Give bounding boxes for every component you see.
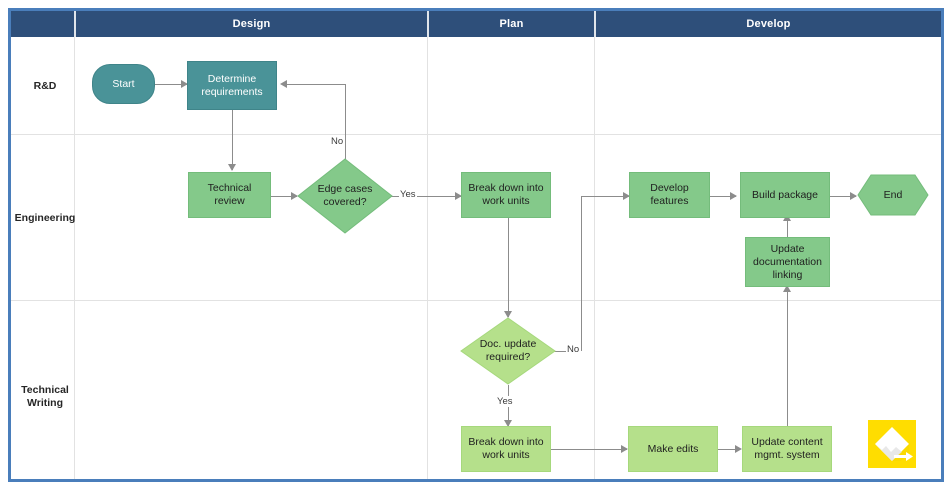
arrowhead-docupdate-develop — [623, 191, 630, 200]
edge-label-yes-edgecases: Yes — [399, 189, 417, 200]
header-cell-corner — [11, 11, 74, 37]
connector-docupdate-no-vertical — [581, 196, 582, 351]
arrowhead-develop-buildpkg — [730, 191, 737, 200]
arrowhead-docupdate-breakdown2 — [503, 420, 512, 427]
arrowhead-edgecases-yes — [455, 191, 462, 200]
node-start[interactable]: Start — [92, 64, 155, 104]
diamond-shape-icon-2 — [460, 317, 556, 385]
arrowhead-determine-techreview — [227, 164, 236, 171]
header-cell-develop: Develop — [746, 18, 791, 30]
connector-edgecases-no-horizontal — [287, 84, 345, 85]
phase-header-band — [11, 11, 941, 37]
lane-divider-vertical-2 — [427, 37, 428, 479]
edge-label-no-docupdate: No — [566, 344, 581, 355]
node-end[interactable]: End — [857, 174, 929, 216]
node-technical-review[interactable]: Technical review — [188, 172, 271, 218]
arrowhead-breakdown2-makeedits — [621, 444, 628, 453]
header-cell-design: Design — [232, 18, 271, 30]
connector-docupdate-no-stub — [549, 351, 566, 352]
lane-label-engineering: Engineering — [14, 212, 76, 224]
connector-breakdown1-docupdate — [508, 218, 509, 317]
connector-techreview-edgecases — [271, 196, 297, 197]
lane-divider-horizontal-1 — [11, 134, 941, 135]
lane-divider-horizontal-2 — [11, 300, 941, 301]
connector-makeedits-updatecms — [718, 449, 740, 450]
lucidchart-logo[interactable] — [868, 420, 916, 468]
arrowhead-makeedits-updatecms — [735, 444, 742, 453]
edge-label-yes-docupdate: Yes — [496, 396, 514, 407]
connector-updatecms-updatedoclink — [787, 287, 788, 427]
node-edge-cases-covered-label: Edge cases covered? — [317, 183, 373, 208]
header-separator-3 — [594, 11, 596, 37]
lane-divider-vertical-1 — [74, 37, 75, 479]
connector-updatedoclink-buildpkg — [787, 216, 788, 237]
connector-buildpkg-end — [830, 196, 856, 197]
connector-edgecases-no-vertical — [345, 84, 346, 166]
connector-docupdate-no-horizontal — [581, 196, 629, 197]
connector-breakdown2-makeedits — [551, 449, 627, 450]
node-break-down-work-units-eng[interactable]: Break down into work units — [461, 172, 551, 218]
arrowhead-edgecases-no — [280, 79, 287, 88]
connector-determine-techreview — [232, 110, 233, 170]
lane-label-rnd: R&D — [33, 80, 57, 92]
header-separator-2 — [427, 11, 429, 37]
node-build-package[interactable]: Build package — [740, 172, 830, 218]
node-break-down-work-units-tw[interactable]: Break down into work units — [461, 426, 551, 472]
node-doc-update-required-label: Doc. update required? — [479, 338, 537, 363]
connector-develop-buildpkg — [710, 196, 736, 197]
arrowhead-updatecms-updatedoclink — [782, 285, 791, 292]
connector-start-determine — [155, 84, 187, 85]
node-update-content-mgmt-system[interactable]: Update content mgmt. system — [742, 426, 832, 472]
arrowhead-start-determine — [181, 79, 188, 88]
lane-divider-vertical-3 — [594, 37, 595, 479]
node-determine-requirements[interactable]: Determine requirements — [187, 61, 277, 110]
arrowhead-techreview-edgecases — [291, 191, 298, 200]
node-update-documentation-linking[interactable]: Update documentation linking — [745, 237, 830, 287]
node-make-edits[interactable]: Make edits — [628, 426, 718, 472]
arrowhead-breakdown1-docupdate — [503, 311, 512, 318]
header-separator-1 — [74, 11, 76, 37]
lucidchart-logo-icon — [868, 420, 916, 468]
node-edge-cases-covered[interactable]: Edge cases covered? — [297, 158, 393, 234]
node-develop-features[interactable]: Develop features — [629, 172, 710, 218]
diamond-shape-icon — [297, 158, 393, 234]
node-doc-update-required[interactable]: Doc. update required? — [460, 317, 556, 385]
header-cell-plan: Plan — [499, 18, 524, 30]
node-end-label: End — [883, 189, 903, 201]
arrowhead-buildpkg-end — [850, 191, 857, 200]
lane-label-technical-writing: Technical Writing — [21, 384, 69, 409]
edge-label-no-edgecases: No — [330, 136, 345, 147]
connector-edgecases-yes — [389, 196, 461, 197]
hexagon-shape-icon — [857, 174, 929, 216]
